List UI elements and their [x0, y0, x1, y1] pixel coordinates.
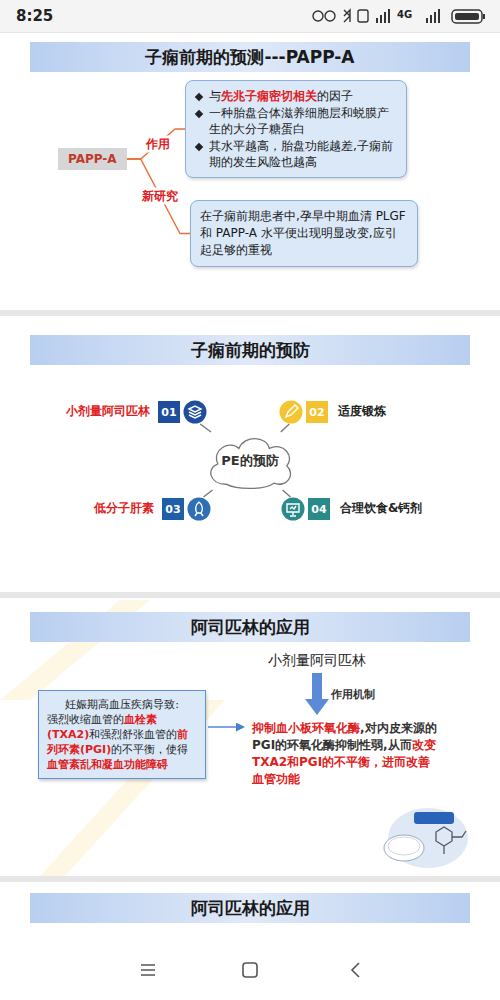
connector-line	[283, 490, 291, 497]
mechanism-text: 抑制血小板环氧化酶,对内皮来源的PGI的环氧化酶抑制性弱,从而改变TXA2和PG…	[248, 718, 444, 790]
number-square: 03	[162, 498, 184, 520]
status-bar	[0, 0, 500, 32]
cause-box-text: 妊娠期高血压疾病导致:	[47, 697, 197, 712]
note-box-text: 在子痫前期患者中,孕早中期血清 PLGF 和 PAPP-A 水平便出现明显改变,…	[200, 208, 408, 259]
network-label: 4G	[397, 9, 412, 20]
bullet-text: 与先兆子痫密切相关的因子	[209, 88, 353, 104]
clock-text: 8:25	[16, 7, 53, 25]
connector-line	[200, 424, 211, 432]
cause-box: 妊娠期高血压疾病导致:强烈收缩血管的血栓素(TXA2)和强烈舒张血管的前列环素(…	[38, 690, 206, 779]
item-label: 低分子肝素	[94, 500, 154, 517]
edge-label: 作用	[144, 136, 172, 153]
mechanism-text-text: 抑制血小板环氧化酶,对内皮来源的PGI的环氧化酶抑制性弱,从而改变TXA2和PG…	[252, 720, 440, 788]
term-box-text: PAPP-A	[68, 152, 117, 166]
battery-icon	[452, 10, 485, 23]
connector-line	[127, 129, 185, 159]
bullet-diamond	[195, 110, 203, 118]
slide-panel	[0, 882, 500, 944]
item-badge: 03低分子肝素	[162, 497, 214, 521]
icon-circle	[183, 400, 207, 424]
slide-title-text: 子痫前期的预测---PAPP-A	[145, 46, 354, 69]
cloud-outline	[211, 439, 291, 489]
number-square: 04	[308, 498, 330, 520]
note-box: 在子痫前期患者中,孕早中期血清 PLGF 和 PAPP-A 水平便出现明显改变,…	[190, 200, 418, 267]
item-badge: 01小剂量阿司匹林	[158, 400, 210, 424]
bullet-diamond	[195, 143, 203, 151]
edge-label: 作用机制	[329, 687, 377, 702]
callout-number: 01	[161, 406, 176, 419]
slide-title-text: 阿司匹林的应用	[191, 897, 310, 920]
slide-title: 子痫前期的预防	[30, 335, 470, 365]
item-label: 小剂量阿司匹林	[66, 403, 150, 420]
slide-title-text: 子痫前期的预防	[191, 339, 310, 362]
connector-line	[281, 424, 289, 432]
edge-label: 新研究	[140, 188, 180, 205]
item-label: 合理饮食&钙剂	[340, 500, 422, 517]
icon-circle	[281, 497, 305, 521]
bullet-text: 一种胎盘合体滋养细胞层和蜕膜产生的大分子糖蛋白	[209, 105, 398, 137]
connector-line	[208, 726, 236, 727]
cause-box-text: 强烈收缩血管的血栓素(TXA2)和强烈舒张血管的前列环素(PGI)的不平衡，使得…	[47, 712, 197, 772]
callout-number: 02	[309, 406, 324, 419]
bullet-row: 一种胎盘合体滋养细胞层和蜕膜产生的大分子糖蛋白	[194, 105, 398, 137]
number-square: 01	[158, 401, 180, 423]
slide-title-text: 阿司匹林的应用	[191, 616, 310, 639]
drug-label-text: 小剂量阿司匹林	[268, 652, 366, 670]
callout-number: 03	[165, 503, 180, 516]
number-square: 02	[306, 401, 328, 423]
signal-bars	[376, 9, 440, 23]
bullet-box: 与先兆子痫密切相关的因子一种胎盘合体滋养细胞层和蜕膜产生的大分子糖蛋白其水平越高…	[185, 80, 407, 178]
bullet-row: 其水平越高，胎盘功能越差,子痫前期的发生风险也越高	[194, 138, 398, 170]
term-box: PAPP-A	[58, 148, 127, 170]
callout-number: 04	[311, 503, 326, 516]
nav-icons	[141, 963, 359, 977]
nav-bar	[0, 944, 500, 1000]
slide-panel	[0, 33, 500, 310]
connector-line	[204, 490, 213, 497]
item-label: 适度锻炼	[338, 403, 386, 420]
item-badge: 02适度锻炼	[276, 400, 328, 424]
icon-circle	[279, 400, 303, 424]
status-icons	[313, 10, 368, 22]
bullet-text: 其水平越高，胎盘功能越差,子痫前期的发生风险也越高	[209, 138, 398, 170]
slide-title: 子痫前期的预测---PAPP-A	[30, 42, 470, 72]
cloud-label: PE的预防	[221, 452, 278, 470]
drug-label: 小剂量阿司匹林	[268, 652, 366, 670]
bullet-diamond	[195, 93, 203, 101]
slide-title: 阿司匹林的应用	[30, 612, 470, 642]
center-cloud: PE的预防	[204, 432, 296, 490]
slide-panel	[0, 598, 500, 876]
connector-line	[127, 159, 190, 234]
aspirin-picture	[384, 808, 468, 868]
bullet-row: 与先兆子痫密切相关的因子	[194, 88, 398, 104]
item-badge: 04合理饮食&钙剂	[278, 497, 330, 521]
slide-title: 阿司匹林的应用	[30, 893, 470, 923]
slide-panel	[0, 316, 500, 592]
block-arrow	[312, 673, 322, 699]
icon-circle	[187, 497, 211, 521]
